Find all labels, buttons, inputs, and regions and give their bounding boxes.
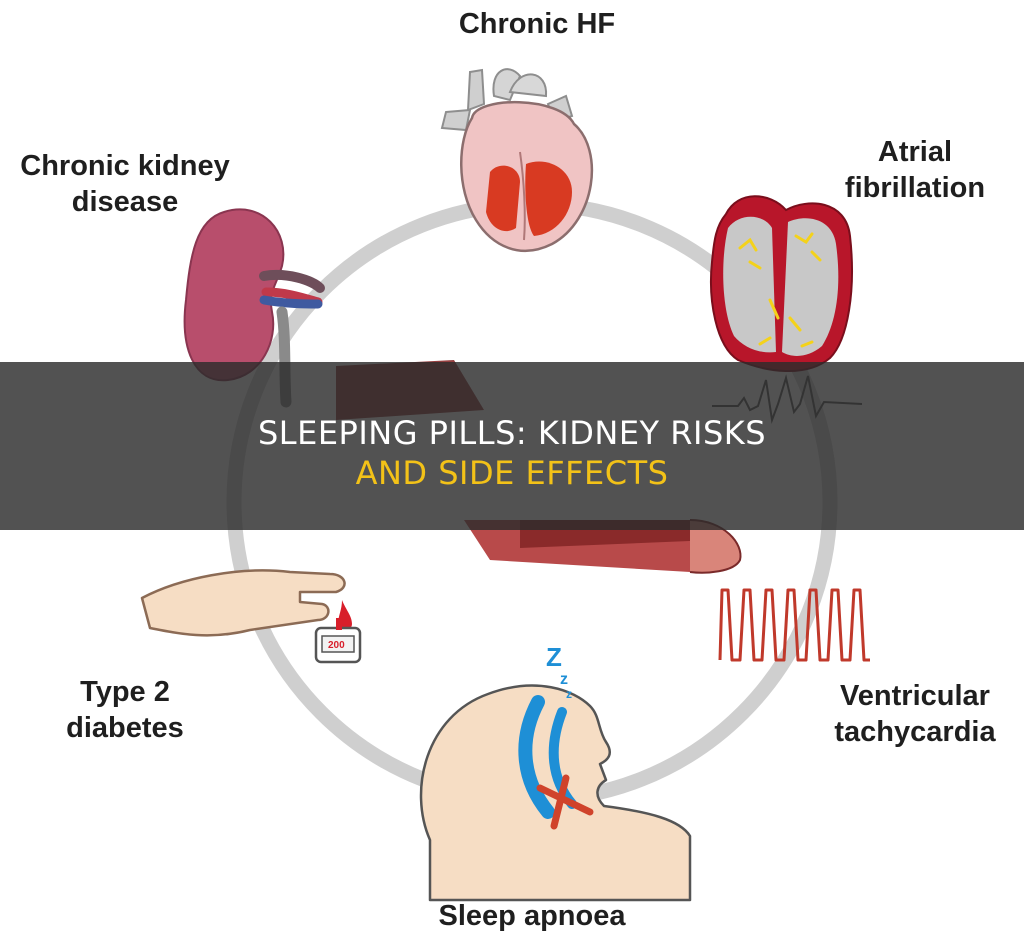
banner-title-line1: SLEEPING PILLS: KIDNEY RISKS xyxy=(0,413,1024,453)
snore-z-large: Z xyxy=(546,642,562,672)
snore-z-medium: z xyxy=(560,671,568,688)
label-chronic-kidney-disease: Chronic kidney disease xyxy=(0,148,250,220)
heart-illustration xyxy=(442,69,592,251)
banner-title-line2: AND SIDE EFFECTS xyxy=(0,453,1024,493)
label-chronic-hf: Chronic HF xyxy=(412,6,662,42)
diabetes-illustration: 200 xyxy=(142,570,360,662)
label-sleep-apnoea: Sleep apnoea xyxy=(382,898,682,934)
banner-title: SLEEPING PILLS: KIDNEY RISKS AND SIDE EF… xyxy=(0,413,1024,493)
glucometer-reading: 200 xyxy=(328,640,345,651)
label-atrial-fibrillation: Atrial fibrillation xyxy=(820,134,1010,206)
label-type2-diabetes: Type 2 diabetes xyxy=(25,674,225,746)
snore-z-small: z xyxy=(566,687,572,701)
label-ventricular-tachycardia: Ventricular tachycardia xyxy=(810,678,1020,750)
